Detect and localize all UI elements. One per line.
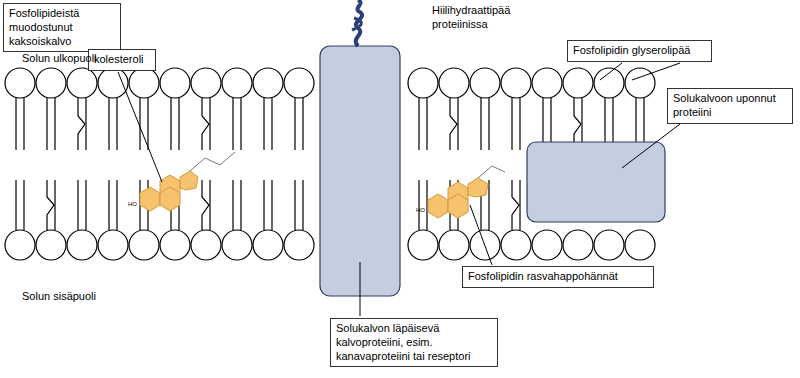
cholesterol-molecule [140, 171, 198, 211]
label-box: Fosfolipidin rasvahappohännät [462, 266, 654, 288]
embedded-protein [527, 142, 665, 222]
phospholipid-head [439, 68, 469, 98]
box-text: Fosfolipidin glyserolipää [573, 44, 706, 58]
phospholipid-head [5, 230, 35, 260]
chem-label: HO [128, 201, 137, 207]
phospholipid-head [160, 230, 190, 260]
phospholipid-head [408, 68, 438, 98]
phospholipid-head [501, 230, 531, 260]
box-text: Fosfolipideistä muodostunut kaksoiskalvo [9, 7, 115, 48]
phospholipid-head [222, 230, 252, 260]
phospholipid-head [439, 230, 469, 260]
box-text: kolesteroli [94, 53, 150, 67]
box-text: Fosfolipidin rasvahappohännät [468, 270, 648, 284]
caption-box: Fosfolipideistä muodostunut kaksoiskalvo [3, 3, 121, 52]
label-box: Fosfolipidin glyserolipää [567, 40, 712, 62]
annotation: Hiilihydraattipää proteiinissa [432, 4, 532, 32]
region-label: Solun sisäpuoli [22, 290, 96, 304]
phospholipid-head [625, 230, 655, 260]
phospholipid-head [625, 68, 655, 98]
label-box: kolesteroli [88, 49, 156, 71]
phospholipid-head [532, 230, 562, 260]
phospholipid-head [501, 68, 531, 98]
label-box: Solukalvon läpäisevä kalvoproteiini, esi… [330, 318, 498, 367]
phospholipid-head [129, 68, 159, 98]
phospholipid-head [67, 68, 97, 98]
transmembrane-protein [320, 46, 400, 296]
phospholipid-head [67, 230, 97, 260]
cholesterol-molecule [428, 178, 488, 218]
leader-lines [118, 63, 680, 316]
phospholipid-head [253, 230, 283, 260]
phospholipid-head [5, 68, 35, 98]
phospholipid-head [253, 68, 283, 98]
phospholipid-head [129, 230, 159, 260]
phospholipid-head [98, 68, 128, 98]
phospholipid-head [98, 230, 128, 260]
phospholipid-head [222, 68, 252, 98]
label-box: Solukalvoon uponnut proteiini [667, 88, 793, 124]
box-text: Solukalvoon uponnut proteiini [673, 92, 787, 120]
box-text: Solukalvon läpäisevä kalvoproteiini, esi… [336, 322, 492, 363]
region-label: Solun ulkopuoli [22, 52, 97, 66]
phospholipid-head [408, 230, 438, 260]
phospholipid-head [594, 230, 624, 260]
phospholipid-head [36, 230, 66, 260]
phospholipid-head [36, 68, 66, 98]
chem-label: HO [416, 207, 425, 213]
phospholipid-head [191, 230, 221, 260]
phospholipid-head [563, 68, 593, 98]
phospholipid-head [160, 68, 190, 98]
phospholipid-head [191, 68, 221, 98]
phospholipid-head [470, 68, 500, 98]
phospholipid-head [284, 68, 314, 98]
phospholipid-head [563, 230, 593, 260]
phospholipid-head [284, 230, 314, 260]
phospholipid-head [532, 68, 562, 98]
